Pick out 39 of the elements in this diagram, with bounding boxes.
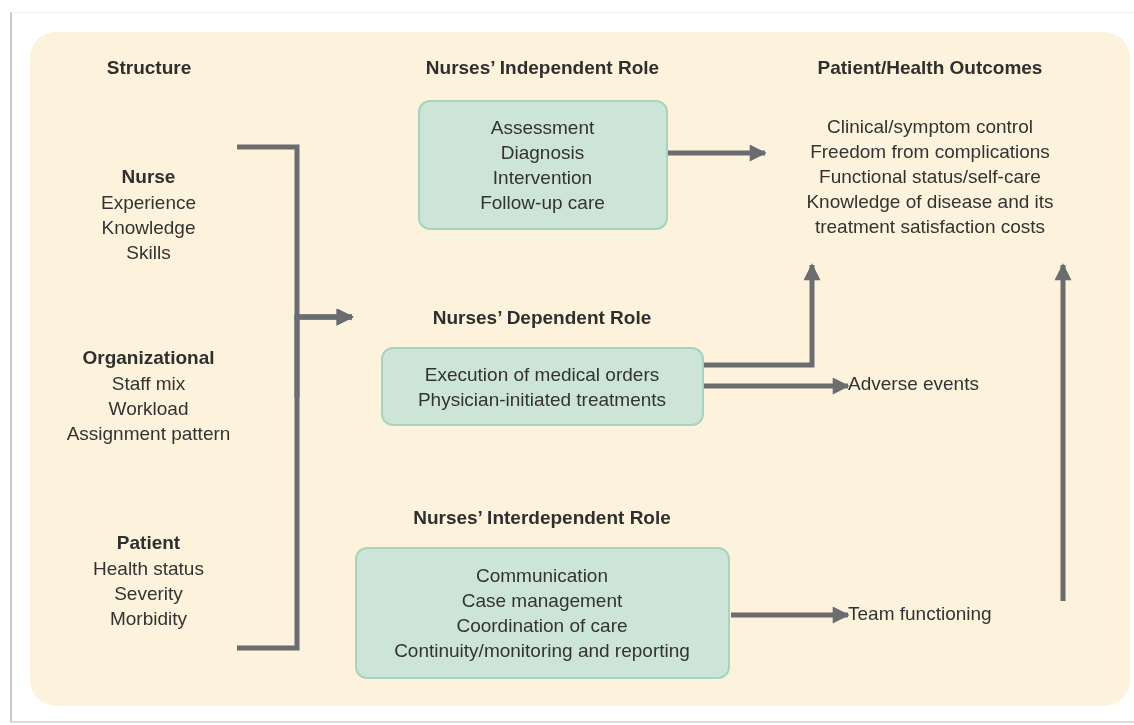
group-heading: Nurse — [121, 165, 176, 189]
column-heading: Structure — [106, 56, 192, 80]
list-item: Skills — [126, 241, 171, 265]
outcome-label: Team functioning — [848, 602, 992, 626]
group-heading: Organizational — [82, 346, 215, 370]
list-item: Physician-initiated treatments — [417, 387, 667, 412]
arrow — [704, 263, 821, 368]
list-item: Knowledge — [101, 216, 196, 240]
list-item: Health status — [93, 557, 204, 581]
list-item: Workload — [108, 397, 189, 421]
outcome-item: Freedom from complications — [809, 140, 1051, 164]
list-item: Continuity/monitoring and reporting — [394, 639, 690, 663]
list-item: Coordination of care — [456, 614, 628, 638]
list-item: Follow-up care — [480, 191, 605, 215]
list-item: Staff mix — [111, 372, 186, 396]
role-heading: Nurses’ Independent Role — [425, 56, 660, 80]
group-heading: Patient — [116, 531, 181, 555]
role-heading: Nurses’ Interdependent Role — [413, 506, 671, 530]
list-item: Communication — [476, 564, 608, 588]
bracket-arrow — [237, 308, 354, 651]
arrow — [731, 606, 850, 624]
outcome-item: Functional status/self-care — [818, 165, 1042, 189]
outcome-item: Knowledge of disease and its treatment satisfaction costs — [805, 190, 1055, 239]
list-item: Severity — [114, 582, 183, 606]
arrow — [704, 377, 850, 395]
list-item: Experience — [100, 191, 197, 215]
list-item: Diagnosis — [500, 141, 585, 165]
outcome-label: Adverse events — [848, 372, 979, 396]
arrow — [1054, 263, 1072, 601]
list-item: Intervention — [492, 166, 593, 190]
list-item: Assessment — [490, 116, 595, 140]
list-item: Case management — [461, 589, 623, 613]
role-heading: Nurses’ Dependent Role — [432, 306, 652, 330]
list-item: Morbidity — [109, 607, 188, 631]
list-item: Assignment pattern — [66, 422, 231, 446]
list-item: Execution of medical orders — [424, 362, 660, 387]
outcome-item: Clinical/symptom control — [826, 115, 1034, 139]
column-heading: Patient/Health Outcomes — [817, 56, 1043, 80]
arrow — [668, 144, 767, 162]
